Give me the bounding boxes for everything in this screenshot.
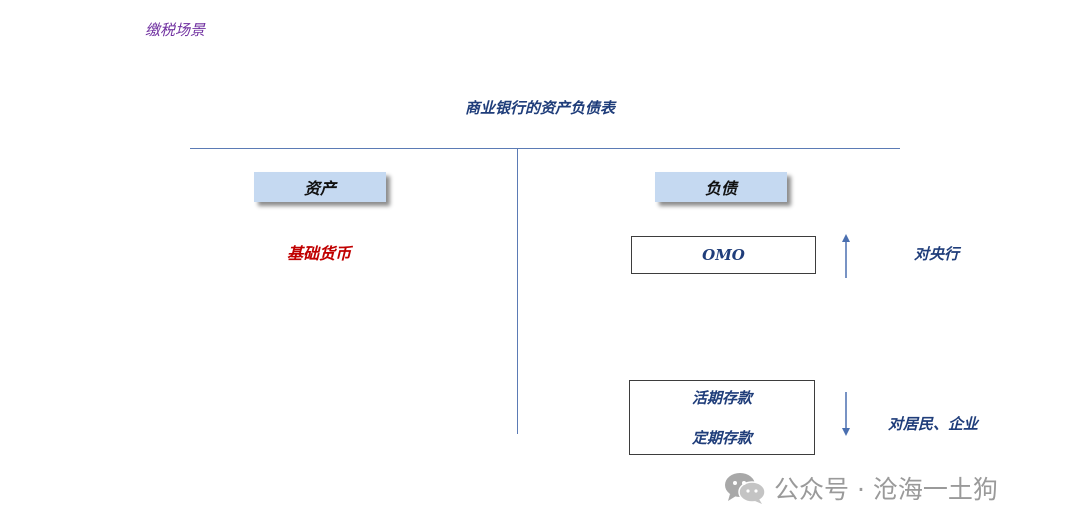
balance-sheet-title: 商业银行的资产负债表 [464, 99, 615, 117]
omo-label: OMO [702, 246, 745, 264]
assets-header-label: 资产 [303, 179, 336, 198]
liabilities-header-label: 负债 [704, 179, 737, 198]
central-bank-label: 对央行 [914, 245, 960, 263]
liabilities-header: 负债 [655, 172, 787, 202]
t-account-vertical-line [517, 149, 518, 434]
wechat-icon [725, 473, 766, 504]
watermark: 公众号 · 沧海一土狗 [724, 470, 998, 506]
demand-deposit-label: 活期存款 [691, 389, 752, 407]
t-account-horizontal-line [190, 148, 900, 149]
arrow-down-icon [842, 392, 850, 436]
arrow-up-icon [842, 234, 850, 278]
deposits-box: 活期存款 定期存款 [629, 380, 815, 455]
asset-base-money: 基础货币 [287, 244, 352, 263]
assets-header: 资产 [254, 172, 386, 202]
residents-enterprises-label: 对居民、企业 [888, 415, 979, 433]
omo-box: OMO [631, 236, 816, 274]
time-deposit-label: 定期存款 [691, 429, 752, 447]
watermark-text: 公众号 · 沧海一土狗 [774, 475, 998, 504]
scene-title: 缴税场景 [145, 21, 206, 39]
